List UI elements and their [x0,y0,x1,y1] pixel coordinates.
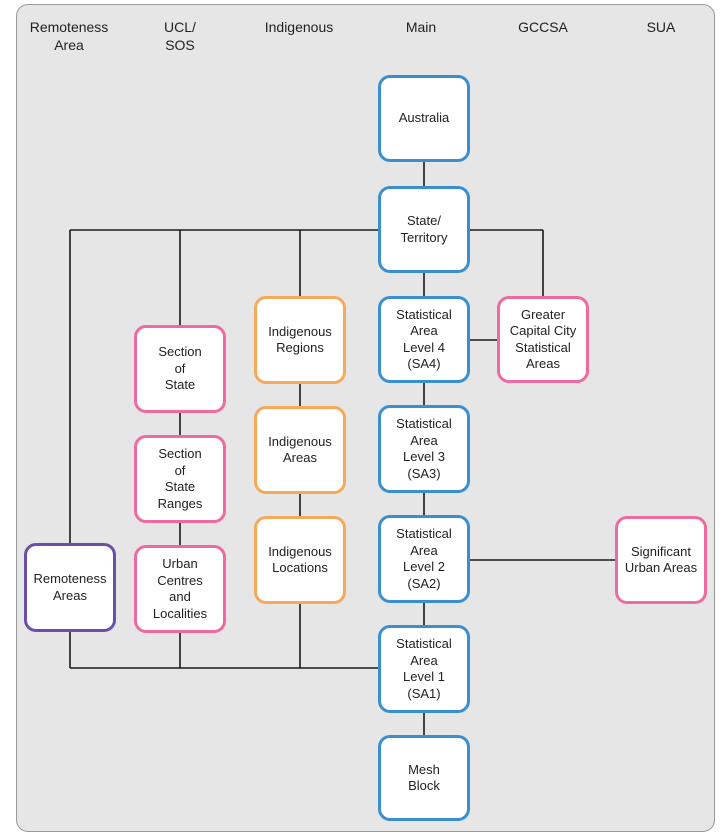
diagram-panel [16,4,715,832]
box-indigenous-areas: Indigenous Areas [254,406,346,494]
box-state-territory: State/ Territory [378,186,470,273]
box-indigenous-locations: Indigenous Locations [254,516,346,604]
box-sa2: Statistical Area Level 2 (SA2) [378,515,470,603]
header-ucl-sos: UCL/ SOS [164,19,196,53]
header-indigenous: Indigenous [264,19,334,35]
box-gccsa: Greater Capital City Statistical Areas [497,296,589,383]
header-sua: SUA [646,19,676,35]
header-remoteness-area: Remoteness Area [29,19,109,53]
box-section-of-state-ranges: Section of State Ranges [134,435,226,523]
header-gccsa: GCCSA [518,19,568,35]
header-main: Main [405,19,437,35]
box-mesh-block: Mesh Block [378,735,470,821]
box-section-of-state: Section of State [134,325,226,413]
box-sa1: Statistical Area Level 1 (SA1) [378,625,470,713]
box-sua: Significant Urban Areas [615,516,707,604]
box-urban-centres-localities: Urban Centres and Localities [134,545,226,633]
box-indigenous-regions: Indigenous Regions [254,296,346,384]
box-australia: Australia [378,75,470,162]
box-remoteness-areas: Remoteness Areas [24,543,116,632]
box-sa4: Statistical Area Level 4 (SA4) [378,296,470,383]
box-sa3: Statistical Area Level 3 (SA3) [378,405,470,493]
